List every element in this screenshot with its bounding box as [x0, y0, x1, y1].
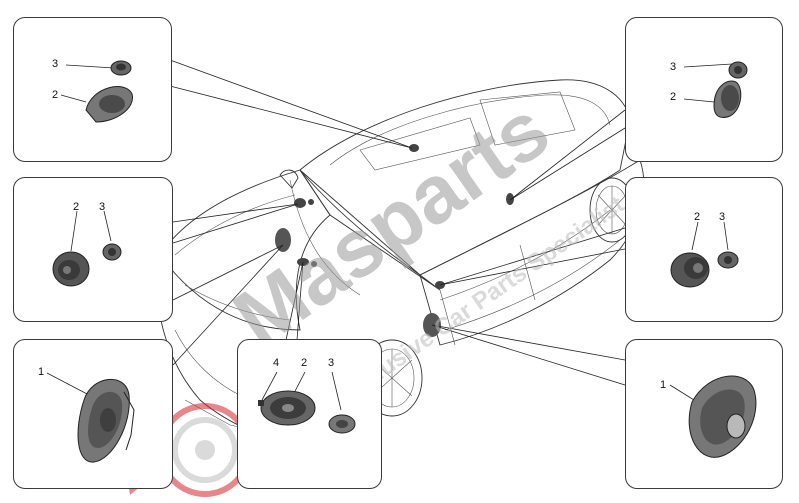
panel-top-left: 3 2	[13, 17, 172, 162]
speaker-group-bottom-center	[258, 371, 356, 434]
panel-mid-left: 2 3	[13, 177, 173, 322]
panel-top-right: 3 2	[625, 17, 783, 162]
car-speaker-door-left	[275, 228, 291, 252]
tweeter-icon	[717, 251, 739, 269]
leader-lines	[169, 59, 626, 386]
car-speaker-rear-shelf	[409, 144, 419, 152]
car-speaker-rear-right	[506, 193, 514, 205]
woofer-speaker-icon	[77, 379, 135, 463]
speaker-group-bottom-left	[46, 372, 135, 463]
callout-label-2: 2	[73, 201, 80, 213]
midrange-speaker-icon	[258, 390, 316, 426]
panel-bottom-center: 4 2 3	[237, 339, 382, 489]
callout-label-4: 4	[273, 357, 280, 369]
speaker-group-top-left	[60, 60, 133, 123]
callout-label-3: 3	[52, 58, 59, 70]
callout-label-3: 3	[99, 201, 106, 213]
callout-label-1: 1	[38, 366, 45, 378]
car-body	[156, 79, 645, 461]
callout-label-2: 2	[694, 211, 701, 223]
callout-label-3: 3	[670, 61, 677, 73]
midrange-speaker-icon	[52, 251, 90, 287]
car-speaker-dash-left	[294, 198, 306, 208]
tweeter-icon	[102, 243, 122, 261]
woofer-speaker-icon	[688, 375, 757, 458]
car-tweeter-dash-center	[311, 261, 317, 267]
tweeter-icon	[110, 60, 132, 76]
panel-bottom-right: 1	[625, 339, 783, 489]
callout-label-2: 2	[52, 89, 59, 101]
callout-label-3: 3	[328, 357, 335, 369]
car-tweeter-dash-left	[308, 199, 314, 205]
speaker-group-mid-left	[52, 210, 122, 287]
midrange-speaker-icon	[713, 80, 742, 119]
callout-label-2: 2	[301, 357, 308, 369]
callout-label-2: 2	[670, 91, 677, 103]
speaker-group-mid-right	[670, 221, 739, 288]
callout-label-3: 3	[719, 211, 726, 223]
tweeter-icon	[728, 61, 748, 79]
midrange-speaker-icon	[85, 86, 133, 123]
panel-mid-right: 2 3	[625, 177, 783, 322]
speaker-group-top-right	[683, 61, 748, 119]
panel-bottom-left: 1	[13, 339, 173, 489]
callout-label-1: 1	[660, 379, 667, 391]
speaker-group-bottom-right	[669, 375, 757, 458]
midrange-speaker-icon	[670, 252, 710, 288]
tweeter-icon	[328, 414, 356, 434]
